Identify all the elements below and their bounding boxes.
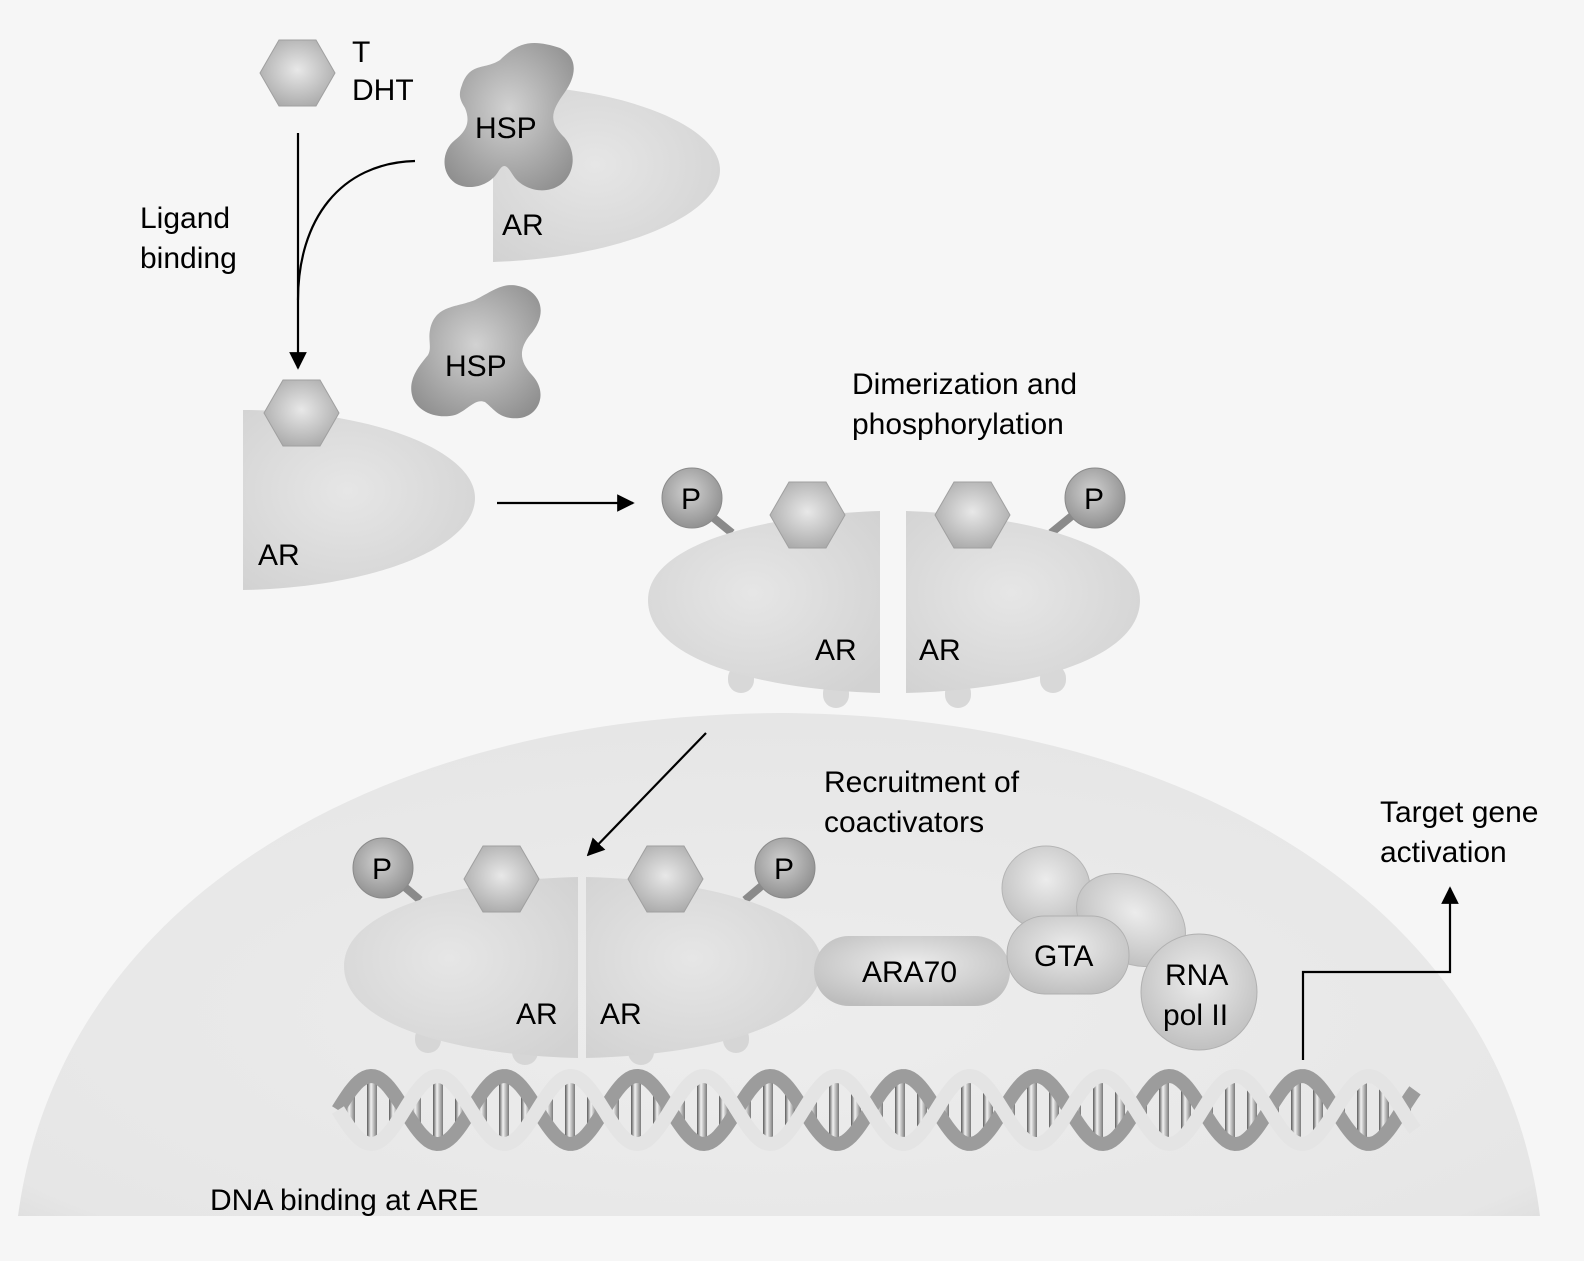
dna-binding-label: DNA binding at ARE [210, 1184, 479, 1217]
dna-strand-front [332, 1068, 1421, 1152]
dna-base-pair [1027, 1076, 1037, 1144]
dimerization-label-1: Dimerization and [852, 368, 1077, 401]
coactivator-complex [814, 845, 1258, 1051]
dna-base-pair [1093, 1076, 1103, 1144]
dna-base-pair [543, 1093, 553, 1127]
dna-strand-back [332, 1068, 1421, 1152]
ligand-hexagon [769, 481, 846, 549]
ligand-hexagon [934, 481, 1011, 549]
nuclear-translocation-arrow [586, 732, 707, 857]
dna-base-pair [631, 1076, 641, 1144]
gta-protein [1006, 915, 1130, 995]
recruitment-label-1: Recruitment of [824, 766, 1020, 799]
dna-base-pair [1247, 1085, 1257, 1135]
dna-base-pair [983, 1087, 993, 1133]
dna-base-pair [411, 1092, 421, 1128]
phosphate-group [1064, 467, 1126, 529]
ligand-hexagon-free [259, 39, 336, 107]
ligand-label-dht: DHT [352, 74, 414, 107]
ar-monomer-right [586, 877, 822, 1058]
rna-pol-label-2: pol II [1163, 999, 1228, 1032]
dna-base-pair [917, 1088, 927, 1132]
dna-base-pair [1379, 1084, 1389, 1136]
ar-dimer-nucleus [344, 837, 822, 1065]
dna-base-pair [1291, 1077, 1301, 1143]
dna-base-pair [1159, 1077, 1169, 1143]
target-gene-label-1: Target gene [1380, 796, 1538, 829]
phosphate-label: P [1084, 483, 1104, 516]
dna-base-pair [829, 1076, 839, 1144]
dna-base-pair [433, 1076, 443, 1144]
dna-base-pair [455, 1093, 465, 1127]
ar-label-nuclear-left: AR [516, 998, 558, 1031]
ar-dimer-cytoplasm [648, 467, 1140, 708]
ar-label-nuclear-right: AR [600, 998, 642, 1031]
dimerization-label-2: phosphorylation [852, 408, 1064, 441]
ar-monomer-right [906, 511, 1140, 693]
dna-base-pair [961, 1076, 971, 1144]
dna-base-pair [1115, 1086, 1125, 1134]
phosphate-label: P [774, 853, 794, 886]
hsp-label-bound: HSP [475, 112, 537, 145]
hsp-label-released: HSP [445, 350, 507, 383]
ar-label-dimer-right: AR [919, 634, 961, 667]
dna-base-pair [1181, 1086, 1191, 1134]
dna-base-pair [565, 1076, 575, 1144]
ar-receptor-liganded [243, 410, 475, 590]
ar-label-dimer-left: AR [815, 634, 857, 667]
dna-base-pair [1049, 1087, 1059, 1133]
dna-base-pair [1225, 1077, 1235, 1143]
ligand-label-t: T [352, 36, 370, 69]
dna-base-pair [477, 1093, 487, 1127]
rna-pol-ii [1140, 933, 1258, 1051]
dna-base-pair [741, 1095, 751, 1125]
dna-base-pair [851, 1089, 861, 1131]
dna-base-pair [785, 1089, 795, 1131]
dna-base-pair [675, 1095, 685, 1125]
ligand-hexagon [627, 845, 704, 913]
dna-base-pair [587, 1091, 597, 1129]
dna-helix [332, 1068, 1421, 1152]
target-gene-label-2: activation [1380, 836, 1507, 869]
gta-label: GTA [1034, 940, 1093, 973]
dna-base-pair [499, 1076, 509, 1144]
phosphate-group [661, 467, 723, 529]
hsp-bound [444, 43, 574, 191]
phosphate-label: P [372, 853, 392, 886]
ligand-binding-label-1: Ligand [140, 202, 230, 235]
dna-base-pair [367, 1076, 377, 1144]
phosphate-group [352, 837, 414, 899]
dna-base-pair [521, 1092, 531, 1128]
dna-base-pair [895, 1076, 905, 1144]
phosphate-group [754, 837, 816, 899]
target-gene-arrow [1301, 886, 1459, 1060]
phosphate-label: P [681, 483, 701, 516]
ligand-binding-label-2: binding [140, 242, 237, 275]
dna-base-pair [389, 1093, 399, 1127]
hsp-release-curve [296, 159, 416, 301]
ligand-hexagon [463, 845, 540, 913]
phosphate-stem [1048, 511, 1076, 537]
ar-monomer-left [648, 511, 880, 693]
dna-base-pair [345, 1091, 355, 1129]
rna-pol-label-1: RNA [1165, 959, 1228, 992]
dna-base-pair [697, 1076, 707, 1144]
ar-label-inactive: AR [502, 209, 544, 242]
ara70-label: ARA70 [862, 956, 957, 989]
ar-label-liganded: AR [258, 539, 300, 572]
dna-base-pair [609, 1094, 619, 1126]
dna-base-pair [1313, 1084, 1323, 1136]
ara70-protein [814, 936, 1010, 1006]
dna-base-pair [1357, 1077, 1367, 1143]
hsp-released [411, 285, 541, 419]
ligand-hexagon-bound [263, 379, 340, 447]
dna-base-pair [653, 1091, 663, 1129]
recruitment-label-2: coactivators [824, 806, 984, 839]
dna-base-pair [763, 1076, 773, 1144]
dna-base-pair [719, 1090, 729, 1130]
dna-base-pair [807, 1096, 817, 1124]
ar-monomer-left [344, 877, 578, 1058]
